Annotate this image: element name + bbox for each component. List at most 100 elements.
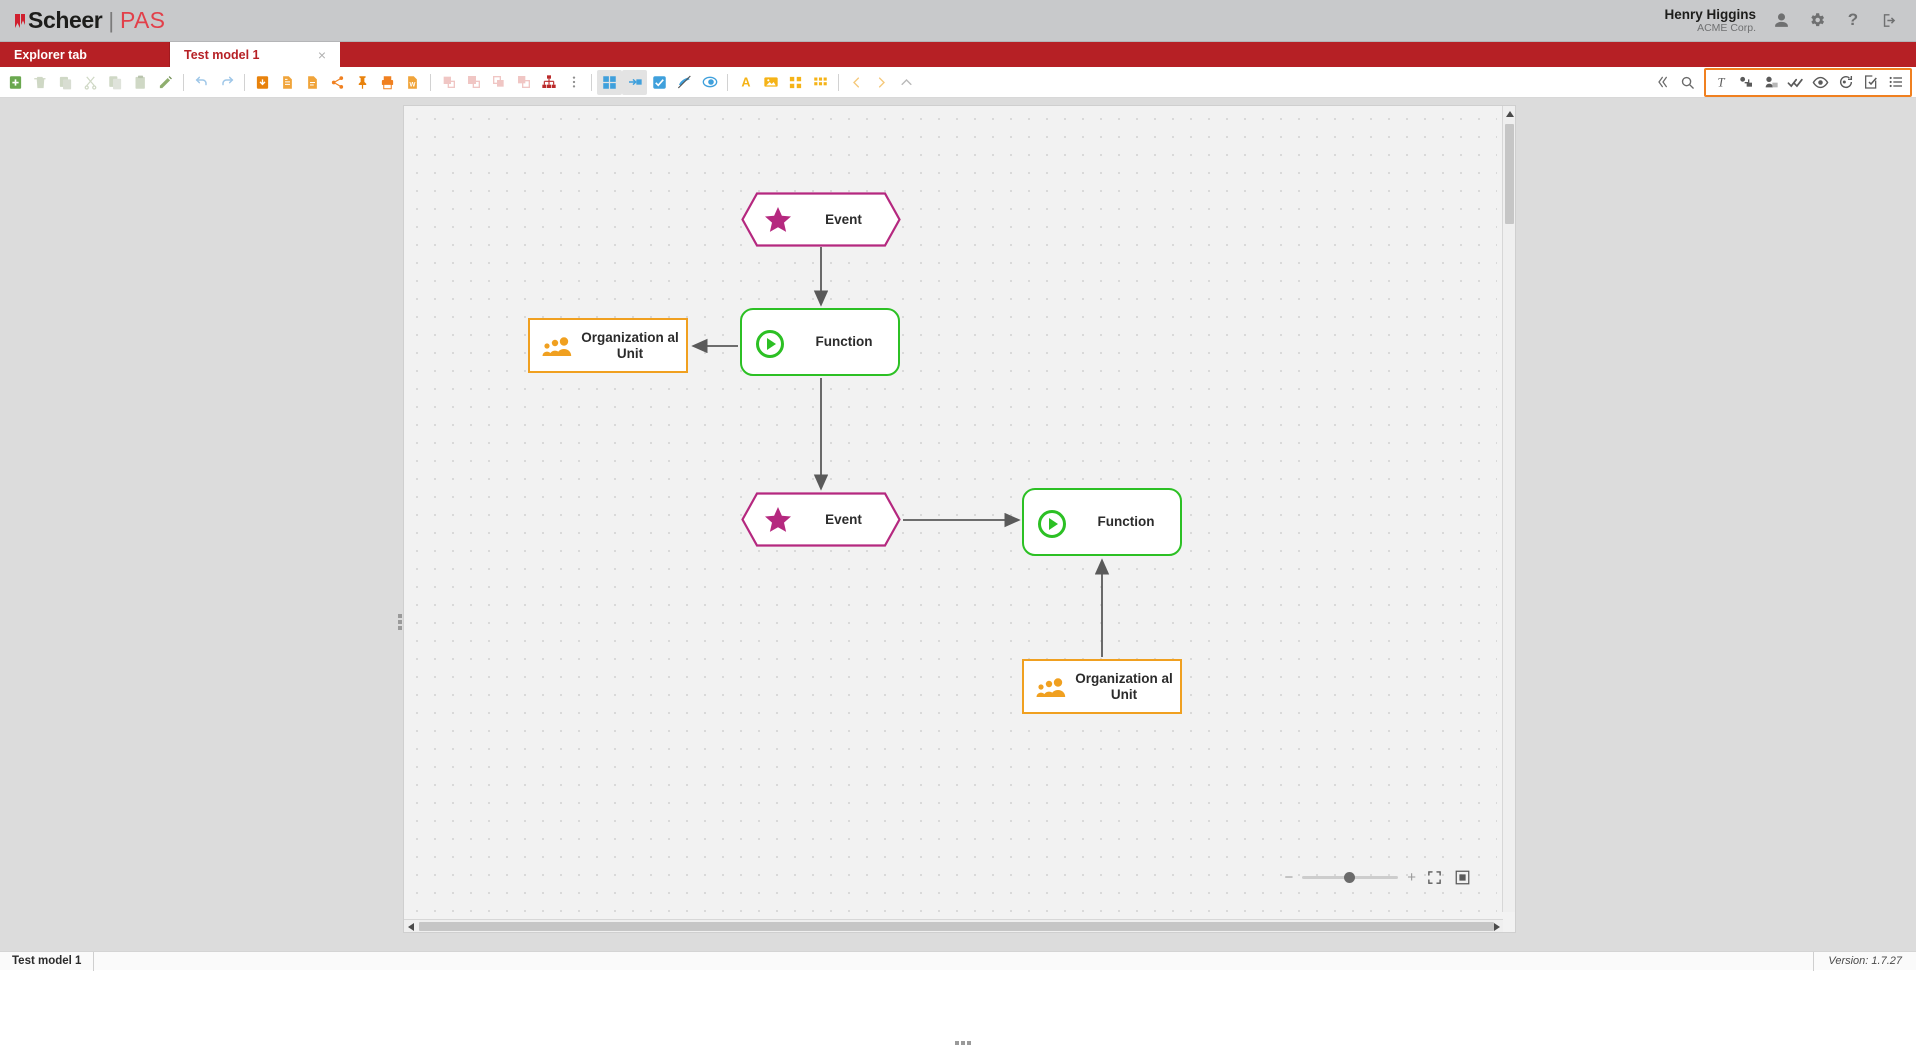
logout-icon[interactable] (1878, 9, 1900, 31)
more-options-icon[interactable] (561, 70, 586, 95)
app-header: Scheer | PAS Henry Higgins ACME Corp. ? (0, 0, 1916, 42)
tab-test-model-1[interactable]: Test model 1 × (170, 42, 340, 67)
node-function-2[interactable]: Function (1022, 488, 1182, 556)
canvas-vertical-scrollbar[interactable] (1502, 106, 1515, 912)
table-icon[interactable] (808, 70, 833, 95)
tab-explorer[interactable]: Explorer tab (0, 42, 170, 67)
user-organization: ACME Corp. (1697, 22, 1756, 35)
node-event-1[interactable]: Event (741, 192, 901, 247)
status-bar-left: Test model 1 (0, 951, 95, 971)
app-logo: Scheer | PAS (0, 7, 165, 34)
align-backward-icon[interactable] (511, 70, 536, 95)
checkbox-icon[interactable] (647, 70, 672, 95)
node-event-2[interactable]: Event (741, 492, 901, 547)
align-forward-icon[interactable] (486, 70, 511, 95)
zoom-slider-knob[interactable] (1344, 872, 1356, 883)
scroll-left-arrow-icon[interactable] (405, 921, 417, 932)
splitter-handle[interactable] (398, 614, 402, 632)
zoom-slider[interactable] (1302, 872, 1399, 883)
canvas-hscroll-thumb[interactable] (419, 922, 1494, 931)
zoom-controls: − + (1284, 868, 1472, 887)
object-icon[interactable] (1758, 70, 1783, 95)
delete-icon[interactable] (28, 70, 53, 95)
align-front-icon[interactable] (436, 70, 461, 95)
node-function-1[interactable]: Function (740, 308, 900, 376)
node-function-2-label: Function (1097, 514, 1155, 530)
node-event-1-label: Event (825, 211, 862, 227)
help-icon[interactable]: ? (1842, 9, 1864, 31)
cut-icon[interactable] (78, 70, 103, 95)
paste-icon[interactable] (128, 70, 153, 95)
user-icon[interactable] (1770, 9, 1792, 31)
collapse-panel-icon[interactable] (1650, 70, 1675, 95)
tab-explorer-label: Explorer tab (14, 47, 87, 62)
gear-icon[interactable] (1806, 9, 1828, 31)
canvas-vscroll-thumb[interactable] (1505, 124, 1514, 224)
fit-to-screen-icon[interactable] (1425, 868, 1444, 887)
new-file-icon[interactable] (3, 70, 28, 95)
attribute-icon[interactable] (1733, 70, 1758, 95)
export-document-icon[interactable] (275, 70, 300, 95)
overlap-icon[interactable] (697, 70, 722, 95)
hide-connections-icon[interactable] (672, 70, 697, 95)
header-right-area: Henry Higgins ACME Corp. ? (1664, 7, 1916, 35)
pin-icon[interactable] (350, 70, 375, 95)
main-toolbar: W (0, 67, 1916, 98)
toolbar-highlighted-group: T (1704, 67, 1912, 97)
search-icon[interactable] (1675, 70, 1700, 95)
help-glyph: ? (1847, 10, 1859, 30)
list-icon[interactable] (1883, 70, 1908, 95)
horizontal-splitter-handle[interactable] (955, 1041, 971, 1045)
redo-icon[interactable] (214, 70, 239, 95)
hierarchy-icon[interactable] (536, 70, 561, 95)
tab-test-model-1-label: Test model 1 (184, 47, 260, 62)
format-text-icon[interactable]: T (1708, 70, 1733, 95)
node-orgunit-1[interactable]: Organization al Unit (528, 318, 688, 373)
diagram-canvas[interactable]: Event Function (404, 106, 1497, 912)
copy-icon[interactable] (53, 70, 78, 95)
snap-icon[interactable] (622, 69, 647, 95)
refresh-icon[interactable] (1833, 70, 1858, 95)
edit-pen-icon[interactable] (153, 70, 178, 95)
undo-icon[interactable] (189, 70, 214, 95)
export-report-icon[interactable] (300, 70, 325, 95)
image-icon[interactable] (758, 70, 783, 95)
node-orgunit-2-label: Organization al Unit (1075, 670, 1173, 702)
check-all-icon[interactable] (1783, 70, 1808, 95)
people-icon (1036, 678, 1066, 697)
import-icon[interactable] (250, 70, 275, 95)
scroll-right-arrow-icon[interactable] (1490, 921, 1502, 932)
node-function-2-label-wrap: Function (1072, 490, 1180, 554)
event-hexagon-shape (741, 492, 901, 547)
text-icon[interactable]: A (733, 70, 758, 95)
actual-size-icon[interactable] (1453, 868, 1472, 887)
chevron-right-icon[interactable] (869, 70, 894, 95)
print-icon[interactable] (375, 70, 400, 95)
user-block: Henry Higgins ACME Corp. (1664, 7, 1756, 35)
canvas-horizontal-scrollbar[interactable] (404, 919, 1503, 932)
checklist-icon[interactable] (1858, 70, 1883, 95)
chevron-left-icon[interactable] (844, 70, 869, 95)
node-orgunit-2[interactable]: Organization al Unit (1022, 659, 1182, 714)
tab-bar: Explorer tab Test model 1 × (0, 42, 1916, 67)
diagram-edges (691, 247, 1110, 657)
share-icon[interactable] (325, 70, 350, 95)
zoom-out-button[interactable]: − (1284, 869, 1294, 886)
svg-text:T: T (1717, 76, 1725, 90)
export-word-icon[interactable]: W (400, 70, 425, 95)
logo-text-scheer: Scheer (28, 7, 103, 33)
chevron-up-icon[interactable] (894, 70, 919, 95)
toolbar-separator (591, 73, 592, 91)
align-back-icon[interactable] (461, 70, 486, 95)
zoom-in-button[interactable]: + (1407, 869, 1416, 886)
duplicate-icon[interactable] (103, 70, 128, 95)
preview-eye-icon[interactable] (1808, 70, 1833, 95)
tab-close-icon[interactable]: × (317, 46, 326, 63)
grid-layout-icon[interactable] (597, 69, 622, 95)
scheer-logo-mark (15, 13, 25, 28)
left-pane (0, 98, 403, 951)
scroll-up-arrow-icon[interactable] (1504, 108, 1515, 120)
columns-icon[interactable] (783, 70, 808, 95)
toolbar-separator (244, 73, 245, 91)
svg-text:A: A (741, 76, 750, 90)
